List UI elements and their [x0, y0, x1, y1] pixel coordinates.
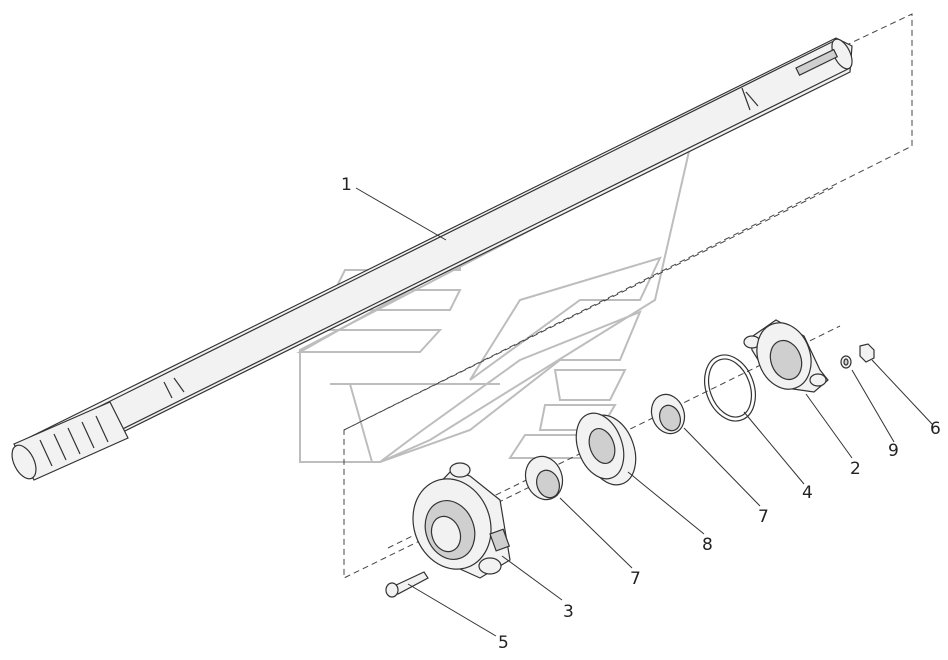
- callout-3: 3: [563, 602, 574, 622]
- seal-ring-part-7-left: [524, 455, 564, 501]
- washer-part-9: [840, 355, 852, 369]
- callout-6: 6: [930, 419, 941, 439]
- shaft-part-1: [11, 37, 853, 481]
- o-ring-part-4: [704, 354, 756, 422]
- callout-2: 2: [850, 459, 861, 479]
- callout-5: 5: [498, 633, 509, 653]
- seal-ring-part-7-right: [650, 393, 686, 435]
- callout-7-left: 7: [630, 569, 641, 589]
- callout-1: 1: [341, 175, 352, 195]
- leader-lines: [355, 187, 933, 637]
- callout-4: 4: [802, 483, 813, 503]
- callout-8: 8: [702, 535, 713, 555]
- bolt-part-5: [385, 571, 429, 598]
- callout-9: 9: [888, 441, 899, 461]
- spline-teeth: [39, 415, 109, 467]
- nut-part-6: [859, 343, 875, 363]
- flange-housing-part-2: [743, 319, 829, 393]
- bearing-part-8: [575, 412, 637, 486]
- callout-7-right: 7: [758, 507, 769, 527]
- flange-housing-part-3: [412, 462, 511, 579]
- callout-labels: 1 2 3 4 5 6 7 7 8 9: [341, 175, 941, 653]
